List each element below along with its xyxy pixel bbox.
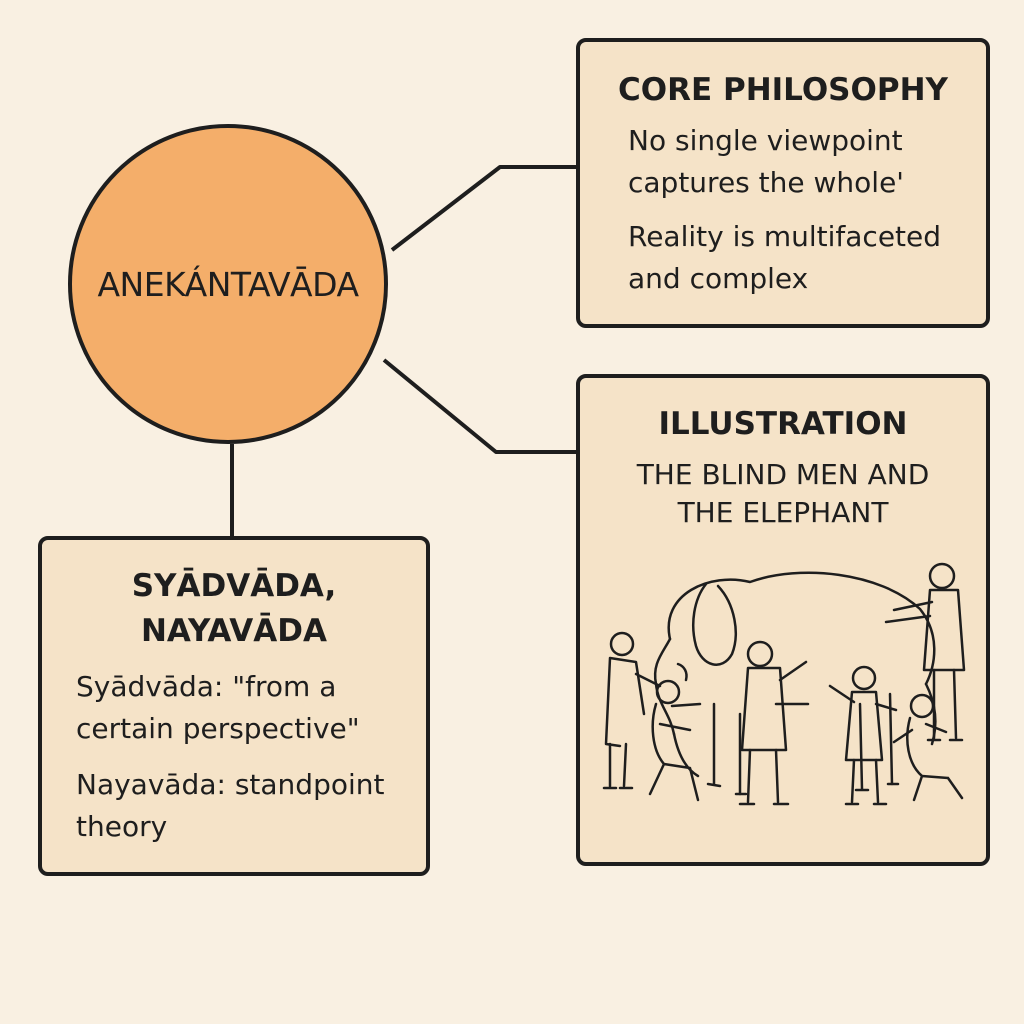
core-point-1: No single viewpoint captures the whole' bbox=[628, 120, 986, 204]
blind-man-2 bbox=[648, 679, 702, 802]
blind-man-5 bbox=[892, 693, 964, 802]
blind-man-1 bbox=[602, 631, 662, 790]
connector-core bbox=[390, 165, 578, 252]
core-title: CORE PHILOSOPHY bbox=[618, 72, 948, 108]
core-point-2-line-b: and complex bbox=[628, 262, 809, 295]
core-point-1-line-b: captures the whole' bbox=[628, 166, 904, 199]
syadvada-card: SYĀDVĀDA, NAYAVĀDA Syādvāda: "from a cer… bbox=[38, 536, 430, 876]
syadvada-title-line-a: SYĀDVĀDA, bbox=[131, 568, 337, 604]
syadvada-point-2: Nayavāda: standpoint theory bbox=[76, 764, 426, 848]
center-label: ANEKÁNTAVĀDA bbox=[97, 264, 359, 304]
syadvada-title-line-b: NAYAVĀDA bbox=[140, 612, 328, 649]
illustration-title: ILLUSTRATION bbox=[658, 406, 908, 442]
core-point-1-line-a: No single viewpoint bbox=[628, 124, 903, 157]
blind-man-3 bbox=[738, 640, 810, 806]
blind-man-4 bbox=[828, 665, 898, 806]
illustration-card: ILLUSTRATION THE BLIND MEN AND THE ELEPH… bbox=[576, 374, 990, 866]
syadvada-point-2-line-b: theory bbox=[76, 809, 168, 843]
illustration-subtitle: THE BLIND MEN AND THE ELEPHANT bbox=[580, 456, 986, 532]
illustration-subtitle-line-b: THE ELEPHANT bbox=[677, 495, 889, 529]
core-point-2-line-a: Reality is multifaceted bbox=[628, 220, 942, 253]
illustration-subtitle-line-a: THE BLIND MEN AND bbox=[636, 458, 930, 491]
elephant-figure bbox=[653, 571, 937, 796]
connector-illustration bbox=[382, 358, 578, 454]
syadvada-point-2-line-a: Nayavāda: standpoint bbox=[76, 767, 385, 801]
core-philosophy-card: CORE PHILOSOPHY No single viewpoint capt… bbox=[576, 38, 990, 328]
syadvada-point-1-line-b: certain perspective" bbox=[76, 711, 360, 745]
syadvada-point-1-line-a: Syādvāda: "from a bbox=[76, 669, 337, 703]
blind-man-6 bbox=[884, 562, 966, 742]
syadvada-point-1: Syādvāda: "from a certain perspective" bbox=[76, 666, 426, 750]
syadvada-title: SYĀDVĀDA, NAYAVĀDA bbox=[42, 564, 426, 654]
blind-men-elephant-illustration bbox=[602, 562, 966, 806]
center-node: ANEKÁNTAVĀDA bbox=[68, 124, 388, 444]
core-point-2: Reality is multifaceted and complex bbox=[628, 216, 986, 300]
